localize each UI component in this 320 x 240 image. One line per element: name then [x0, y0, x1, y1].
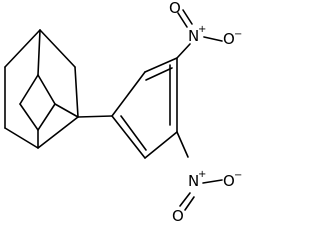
bond [203, 36, 223, 42]
nitrogen-label: N [188, 172, 199, 190]
bond [37, 74, 56, 105]
adamantane-cage [4, 29, 113, 149]
double-bond [120, 115, 147, 151]
bond [176, 43, 191, 59]
oxygen-label: O [223, 172, 235, 190]
oxygen-label: O [169, 0, 181, 17]
bond [176, 131, 189, 158]
bond [4, 29, 41, 68]
bond [177, 12, 188, 28]
bond [144, 131, 178, 159]
charge-label: − [234, 170, 242, 181]
bond [4, 127, 39, 149]
double-bond [184, 196, 195, 211]
bond [39, 29, 76, 68]
bond [179, 192, 191, 207]
double-bond [145, 67, 173, 81]
bond [111, 71, 146, 117]
bond [74, 66, 79, 118]
oxygen-label: O [172, 207, 184, 225]
benzene-ring [111, 57, 178, 159]
charge-label: + [198, 169, 206, 180]
double-bond [182, 9, 193, 25]
bond [202, 179, 223, 184]
nitrogen-label: N [188, 27, 199, 45]
bond [77, 115, 113, 118]
bond [37, 103, 56, 131]
bond [111, 115, 146, 159]
bond [19, 103, 39, 131]
bond [54, 103, 79, 118]
bond [19, 74, 39, 105]
bond [37, 116, 79, 149]
nitro-group-top: N + O O − [169, 0, 242, 59]
charge-label: + [198, 24, 206, 35]
nitro-group-bottom: N + O O − [172, 131, 242, 225]
bond [37, 29, 41, 76]
charge-label: − [234, 29, 242, 40]
bond [144, 57, 178, 73]
chemical-structure-diagram: N + O O − N + O O − [4, 0, 242, 225]
oxygen-label: O [223, 30, 235, 48]
